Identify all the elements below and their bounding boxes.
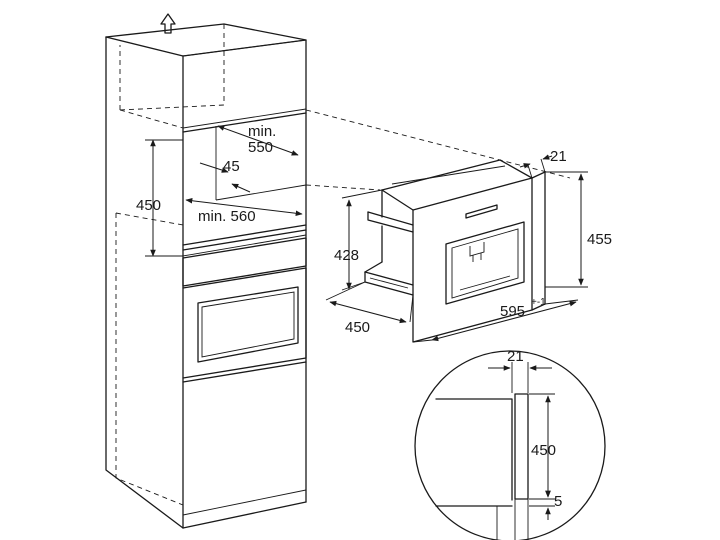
label-595: 595 [500,303,525,320]
dim-450-depth-line [329,300,407,324]
label-550: 550 [248,139,273,156]
appliance-dimensions: 21 455 428 450 595 +-1 [325,148,612,343]
label-450-cabinet: 450 [136,197,161,214]
up-arrow-icon [160,13,176,34]
dim-595-line [431,300,577,342]
label-min-560: min. 560 [198,208,256,225]
label-21-detail: 21 [507,348,524,365]
label-21-top: 21 [550,148,567,165]
detail-circle [414,350,606,540]
label-455: 455 [587,231,612,248]
coffee-machine [364,159,546,343]
label-min: min. [248,123,276,140]
label-5-detail: 5 [554,493,562,510]
tall-cabinet [105,23,571,529]
label-595-tolerance: +-1 [531,297,546,308]
detail-view: 21 450 5 [414,348,606,540]
cabinet-dimensions: min. 550 45 450 min. 560 [136,123,303,257]
label-428: 428 [334,247,359,264]
dim-45-line [199,162,229,173]
dim-560-line [185,197,303,217]
label-450-detail: 450 [531,442,556,459]
label-450-depth: 450 [345,319,370,336]
dim-550-line [217,125,299,156]
label-45: 45 [223,158,240,175]
